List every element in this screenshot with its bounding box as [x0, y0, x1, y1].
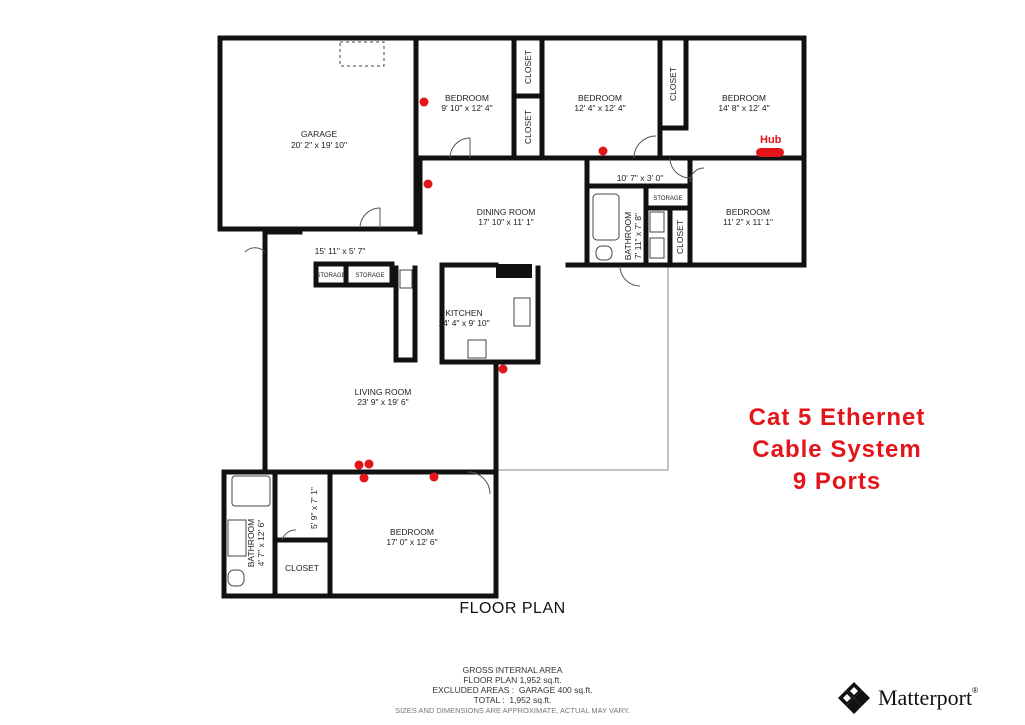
bath1-label: BATHROOM: [623, 212, 633, 260]
living-dims: 23' 9" x 19' 6": [357, 397, 408, 407]
closet-b4-label: CLOSET: [675, 220, 685, 254]
port-marker: [498, 364, 508, 374]
legend-line1: Cat 5 Ethernet: [748, 404, 926, 431]
bedroom1-label: BEDROOM: [445, 93, 489, 103]
bedroom4-dims: 11' 2" x 11' 1": [723, 217, 773, 227]
room-labels: GARAGE 20' 2" x 19' 10" BEDROOM 9' 10" x…: [246, 50, 773, 573]
legend-line3: 9 Ports: [792, 468, 882, 495]
bath1-dims: 7' 11" x 7' 8": [633, 213, 643, 259]
closet-b5-label: CLOSET: [285, 563, 319, 573]
dining-label: DINING ROOM: [477, 207, 536, 217]
fixtures: [227, 41, 665, 587]
hub-label: Hub: [760, 134, 782, 146]
brand-name: Matterport: [878, 685, 973, 710]
kitchen-dims: 14' 4" x 9' 10": [438, 318, 489, 328]
ethernet-ports: [354, 97, 784, 483]
bath2-label: BATHROOM: [246, 519, 256, 567]
walls: [217, 35, 807, 599]
closet-b1b-label: CLOSET: [523, 110, 533, 144]
legend-line2: Cable System: [752, 436, 922, 463]
bath2-dims: 4' 7" x 12' 6": [256, 520, 266, 567]
dining-dims: 17' 10" x 11' 1": [478, 217, 533, 227]
closet-b1a-label: CLOSET: [523, 50, 533, 84]
bedroom4-label: BEDROOM: [726, 207, 770, 217]
port-marker: [419, 97, 429, 107]
area-line1: GROSS INTERNAL AREA: [462, 665, 563, 675]
port-marker: [598, 146, 608, 156]
bedroom1-dims: 9' 10" x 12' 4": [441, 103, 492, 113]
hall3-dims: 5' 9" x 7' 1": [309, 487, 319, 529]
bedroom3-dims: 14' 8" x 12' 4": [718, 103, 769, 113]
doors: [244, 135, 705, 541]
hub-marker: [756, 148, 784, 157]
kitchen-label: KITCHEN: [445, 308, 482, 318]
port-marker: [429, 472, 439, 482]
bedroom3-label: BEDROOM: [722, 93, 766, 103]
matterport-logo-icon: [838, 682, 870, 714]
bedroom5-label: BEDROOM: [390, 527, 434, 537]
disclaimer: SIZES AND DIMENSIONS ARE APPROXIMATE, AC…: [395, 706, 630, 715]
bedroom5-dims: 17' 0" x 12' 6": [386, 537, 437, 547]
bedroom2-label: BEDROOM: [578, 93, 622, 103]
hall1-dims: 10' 7" x 3' 0": [617, 173, 664, 183]
closet-b3-label: CLOSET: [668, 67, 678, 101]
fridge: [496, 264, 532, 278]
storage-c-label: STORAGE: [653, 196, 682, 202]
hall2-dims: 15' 11" x 5' 7": [315, 246, 366, 256]
area-line4: TOTAL : 1,952 sq.ft.: [473, 695, 552, 705]
bedroom2-dims: 12' 4" x 12' 4": [574, 103, 625, 113]
brand: Matterport ®: [836, 678, 978, 718]
port-marker: [354, 460, 364, 470]
garage-dims: 20' 2" x 19' 10": [291, 140, 347, 150]
storage-a-label: STORAGE: [316, 273, 345, 279]
plan-title: FLOOR PLAN: [459, 600, 566, 617]
port-marker: [359, 473, 369, 483]
port-marker: [364, 459, 374, 469]
garage-label: GARAGE: [301, 129, 338, 139]
area-summary: GROSS INTERNAL AREA FLOOR PLAN 1,952 sq.…: [0, 665, 1025, 705]
area-line2: FLOOR PLAN 1,952 sq.ft.: [463, 675, 562, 685]
brand-mark: ®: [972, 686, 978, 695]
port-marker: [423, 179, 433, 189]
legend: Cat 5 Ethernet Cable System 9 Ports: [712, 402, 962, 498]
patio-outline: [496, 265, 669, 471]
area-line3: EXCLUDED AREAS : GARAGE 400 sq.ft.: [432, 685, 593, 695]
living-label: LIVING ROOM: [355, 387, 412, 397]
storage-b-label: STORAGE: [355, 273, 384, 279]
